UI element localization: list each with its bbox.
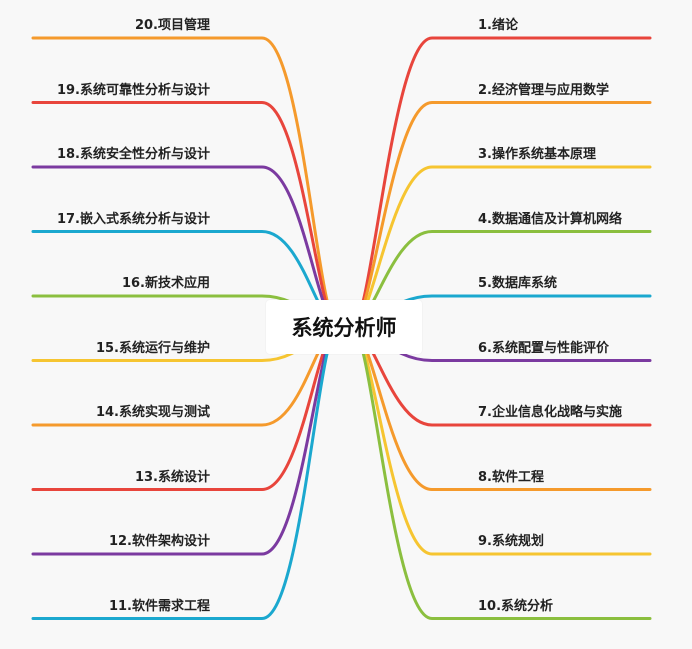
branch-topic[interactable]: 17.嵌入式系统分析与设计 [56, 211, 210, 227]
branch-topic[interactable]: 14.系统实现与测试 [95, 405, 210, 420]
branch-topic[interactable]: 5.数据库系统 [478, 276, 557, 291]
branch-topic[interactable]: 20.项目管理 [134, 18, 210, 33]
branch-topic[interactable]: 4.数据通信及计算机网络 [478, 211, 622, 227]
branch-topic[interactable]: 3.操作系统基本原理 [478, 147, 596, 162]
branch-topic[interactable]: 6.系统配置与性能评价 [478, 340, 609, 356]
branch-topic[interactable]: 19.系统可靠性分析与设计 [56, 82, 210, 98]
branch-topic[interactable]: 18.系统安全性分析与设计 [56, 147, 210, 162]
branch-topic[interactable]: 9.系统规划 [478, 534, 544, 549]
branch-topic[interactable]: 15.系统运行与维护 [95, 340, 210, 356]
branch-topic[interactable]: 13.系统设计 [134, 469, 210, 485]
branch-topic[interactable]: 8.软件工程 [478, 469, 544, 485]
branch-topic[interactable]: 12.软件架构设计 [108, 534, 210, 549]
branch-topic[interactable]: 2.经济管理与应用数学 [478, 82, 609, 98]
branch-topic[interactable]: 16.新技术应用 [121, 276, 210, 291]
central-topic[interactable]: 系统分析师 [266, 300, 422, 354]
branch-topic[interactable]: 10.系统分析 [478, 598, 554, 614]
branch-topic[interactable]: 7.企业信息化战略与实施 [478, 405, 622, 420]
branch-topic[interactable]: 1.绪论 [478, 18, 518, 33]
branch-topic[interactable]: 11.软件需求工程 [108, 598, 210, 614]
